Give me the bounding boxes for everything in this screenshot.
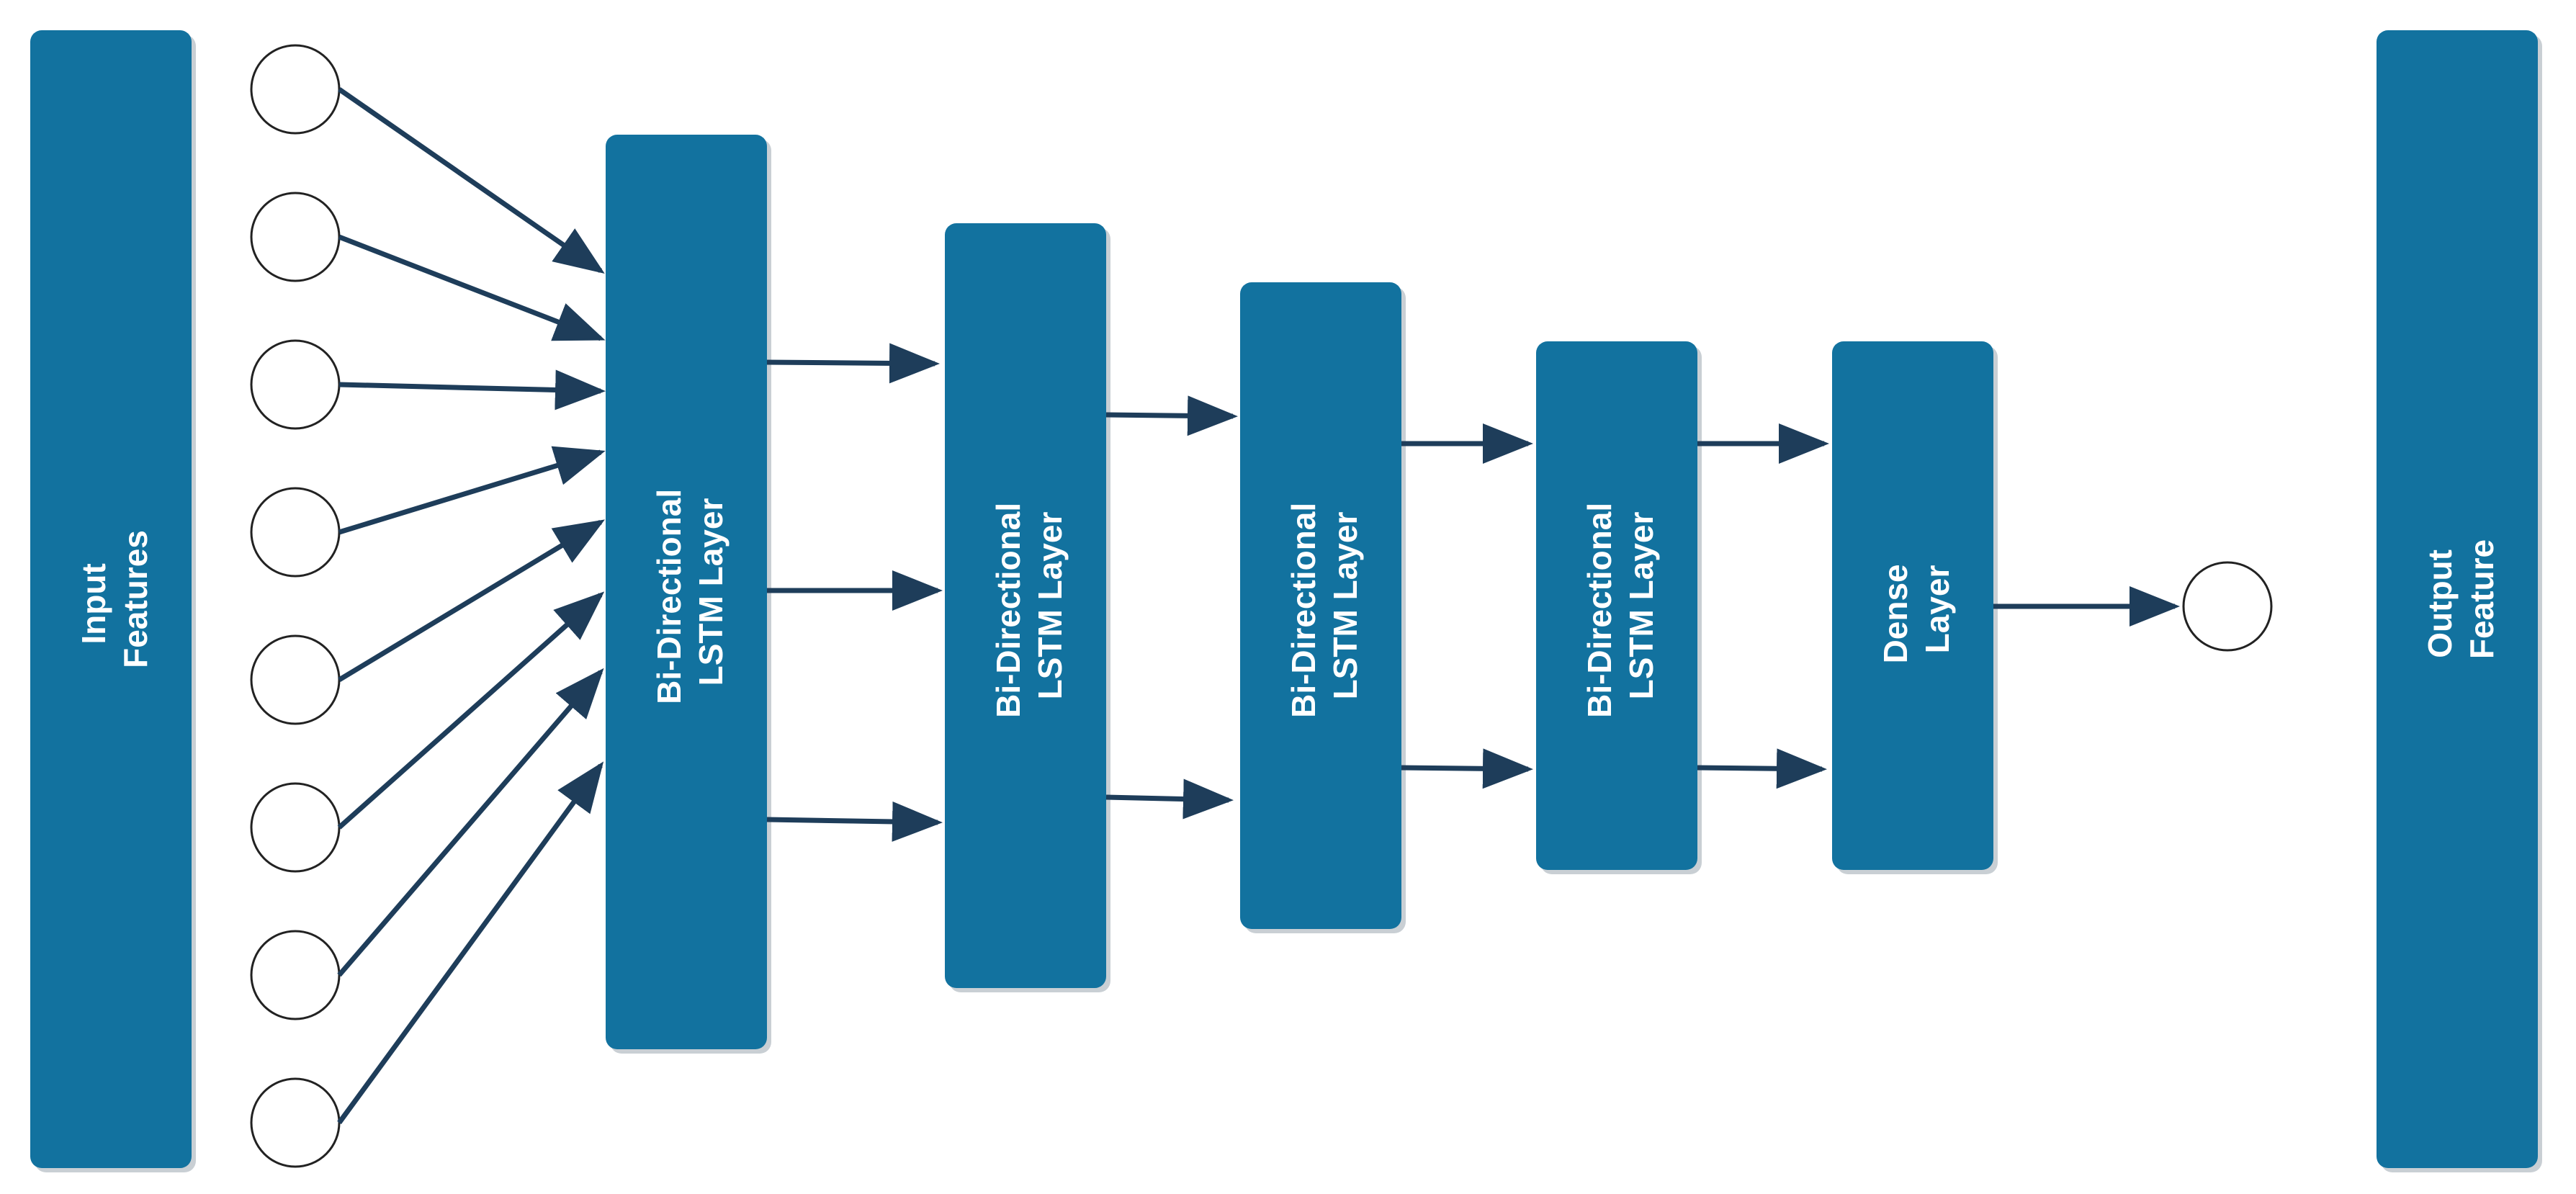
arrow bbox=[1105, 395, 1238, 436]
lstm-layer-4-line-2: LSTM Layer bbox=[1623, 512, 1660, 700]
lstm-layer-2-line-2: LSTM Layer bbox=[1031, 512, 1069, 700]
svg-text:Bi-Directional LSTM Laye: Bi-Directional LSTM Layer bbox=[1285, 493, 1364, 718]
svg-text:Bi-Directional LSTM Laye: Bi-Directional LSTM Layer bbox=[650, 480, 730, 704]
input-features-block: Input Features bbox=[30, 30, 196, 1172]
input-node bbox=[250, 339, 341, 430]
arrow bbox=[337, 761, 604, 1125]
arrow bbox=[337, 668, 604, 977]
arrow bbox=[1105, 778, 1234, 820]
output-block-line-2: Feature bbox=[2463, 539, 2500, 659]
input-node bbox=[250, 634, 341, 725]
input-node bbox=[250, 930, 341, 1020]
input-node bbox=[250, 1077, 341, 1168]
connection-arrows bbox=[337, 87, 2180, 1125]
svg-text:Bi-Directional LSTM Laye: Bi-Directional LSTM Layer bbox=[989, 493, 1069, 718]
arrow bbox=[338, 519, 605, 682]
dense-layer-line-1: Dense bbox=[1877, 564, 1914, 663]
output-block-line-1: Output bbox=[2421, 549, 2459, 658]
svg-text:Dense Layer: Dense Layer bbox=[1877, 555, 1956, 664]
input-block-line-1: Input bbox=[75, 563, 112, 644]
input-block-line-2: Features bbox=[117, 530, 154, 668]
lstm-layer-1-line-1: Bi-Directional bbox=[650, 489, 688, 704]
lstm-layer-3-line-1: Bi-Directional bbox=[1285, 503, 1322, 718]
input-node bbox=[250, 487, 341, 578]
lstm-layer-4-line-1: Bi-Directional bbox=[1581, 503, 1618, 718]
input-node bbox=[250, 192, 341, 282]
lstm-layer-1: Bi-Directional LSTM Layer bbox=[606, 135, 771, 1054]
svg-text:Bi-Directional LSTM Laye: Bi-Directional LSTM Layer bbox=[1581, 493, 1660, 718]
svg-text:Input Features: Input Features bbox=[75, 530, 154, 668]
arrow bbox=[338, 234, 606, 341]
lstm-layer-3: Bi-Directional LSTM Layer bbox=[1240, 282, 1406, 933]
arrow bbox=[338, 446, 606, 535]
input-node bbox=[250, 44, 341, 135]
lstm-layer-1-line-2: LSTM Layer bbox=[692, 498, 730, 686]
dense-layer-line-2: Layer bbox=[1918, 565, 1956, 654]
svg-text:Output Feature: Output Feature bbox=[2421, 539, 2500, 659]
arrow bbox=[337, 591, 605, 830]
lstm-layer-2: Bi-Directional LSTM Layer bbox=[945, 223, 1110, 992]
output-feature-block: Output Feature bbox=[2377, 30, 2542, 1172]
arrow bbox=[338, 369, 606, 410]
lstm-layer-3-line-2: LSTM Layer bbox=[1327, 512, 1364, 700]
arrow bbox=[338, 87, 605, 274]
input-nodes bbox=[250, 44, 341, 1168]
arrow bbox=[766, 801, 943, 842]
output-node bbox=[2182, 561, 2273, 652]
lstm-layer-4: Bi-Directional LSTM Layer bbox=[1536, 341, 1702, 874]
dense-layer: Dense Layer bbox=[1832, 341, 1998, 874]
arrow bbox=[766, 343, 940, 384]
lstm-layer-2-line-1: Bi-Directional bbox=[989, 503, 1027, 718]
arrow bbox=[1697, 748, 1827, 789]
arrow bbox=[1401, 748, 1533, 789]
input-node bbox=[250, 782, 341, 873]
